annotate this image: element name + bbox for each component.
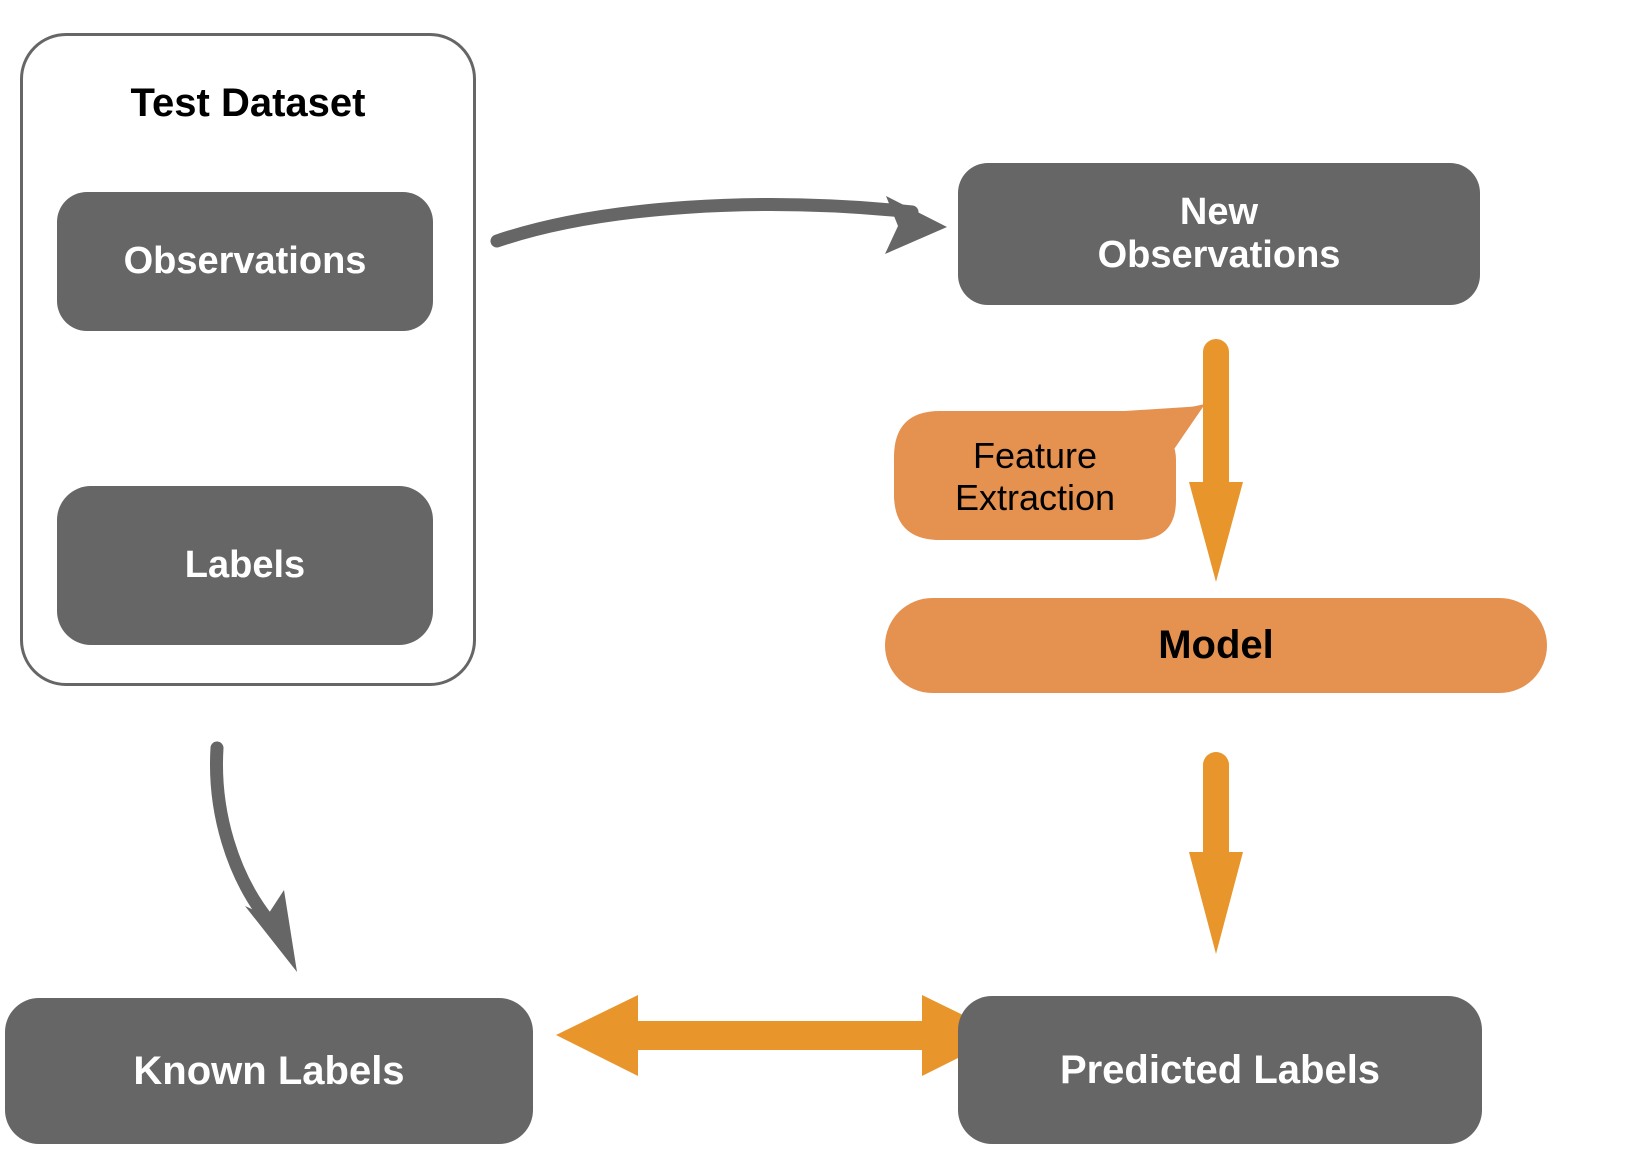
connector-model-to-predicted-labels [1189,752,1243,954]
callout-feature-extraction [894,404,1205,540]
connector-test-dataset-to-known-labels [210,741,297,972]
node-new-observations[interactable]: New Observations [958,163,1480,305]
connector-observations-to-new-observations [490,196,947,254]
connector-known-labels-to-predicted-labels [556,995,1004,1076]
node-labels[interactable]: Labels [57,486,433,645]
node-observations[interactable]: Observations [57,192,433,331]
node-model[interactable]: Model [885,598,1547,693]
node-predicted-labels[interactable]: Predicted Labels [958,996,1482,1144]
connector-new-observations-to-model [1189,339,1243,582]
test-dataset-title: Test Dataset [130,80,366,125]
node-known-labels[interactable]: Known Labels [5,998,533,1144]
